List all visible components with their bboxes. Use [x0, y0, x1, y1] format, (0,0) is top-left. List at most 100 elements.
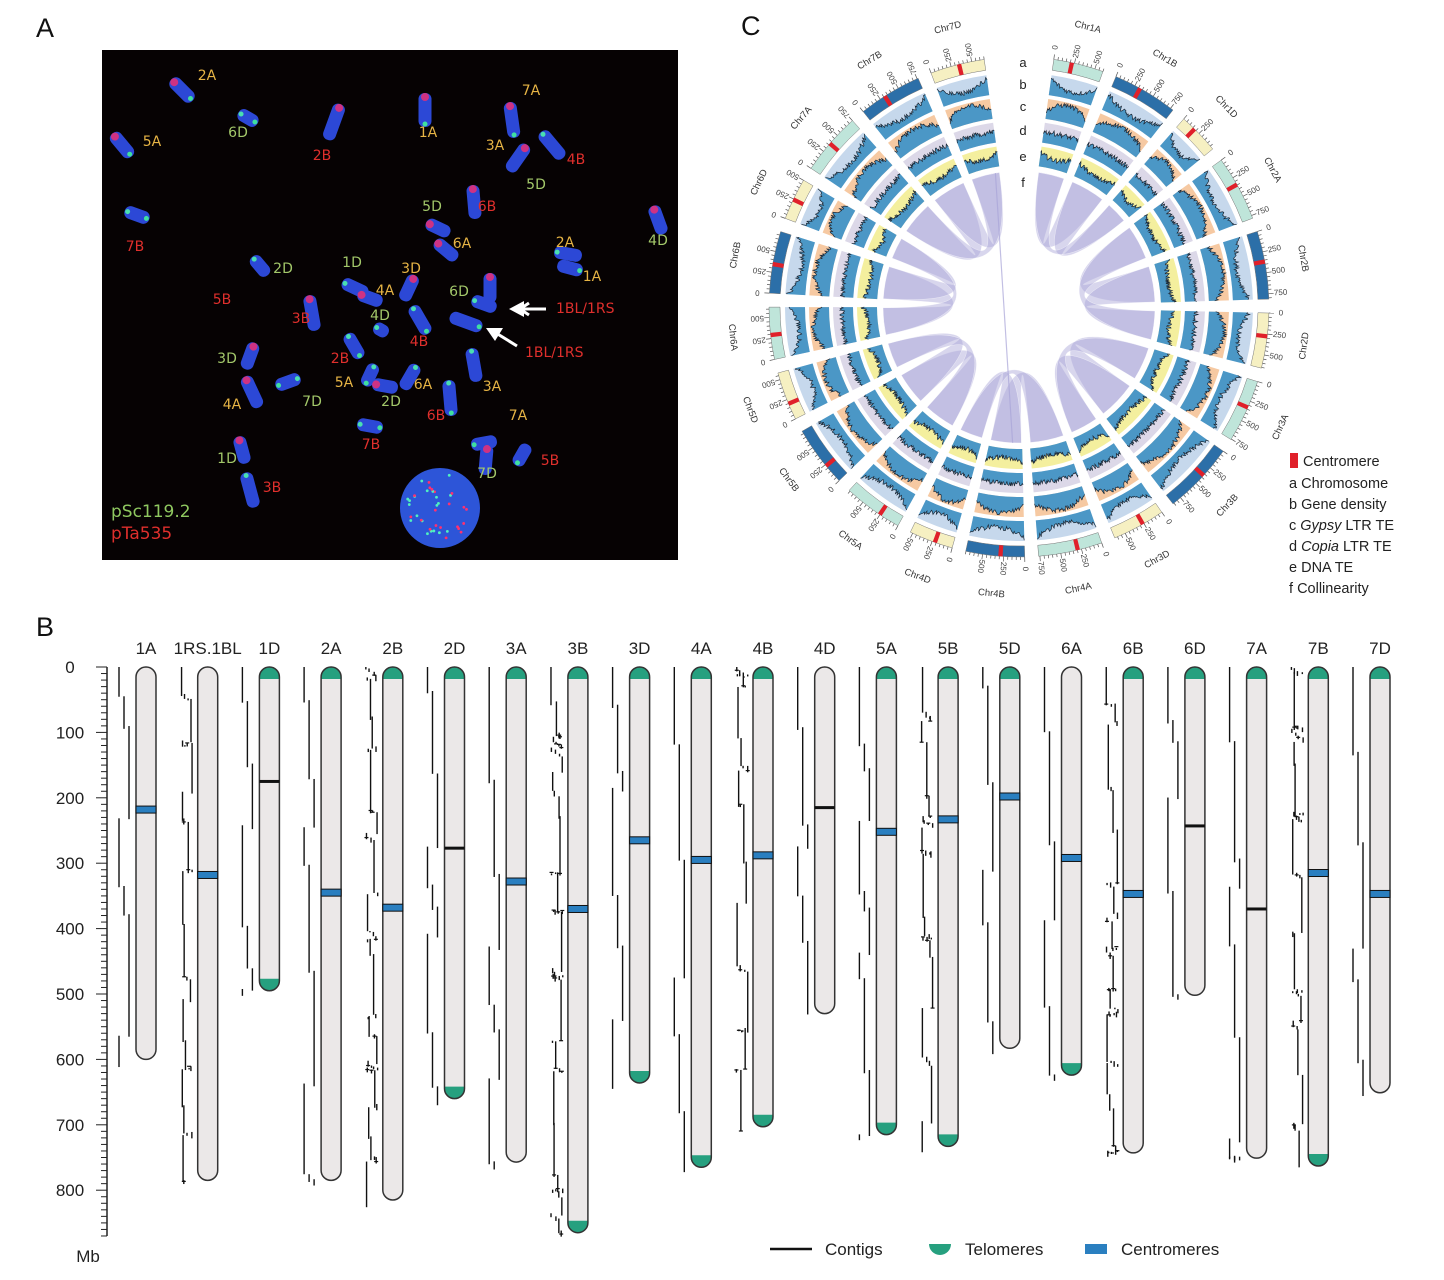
ring-tick — [830, 474, 834, 477]
circos-chromosome-label: Chr1D — [1213, 93, 1240, 120]
telomere-bottom — [629, 1070, 650, 1083]
ring-tick — [796, 185, 800, 188]
ring-tick — [1249, 210, 1253, 212]
metaphase-chromosome — [275, 373, 301, 391]
legend-label-telomeres: Telomeres — [965, 1240, 1043, 1259]
y-axis-tick-label: 700 — [56, 1116, 84, 1135]
nucleus-signal — [426, 532, 429, 536]
ring-tick — [974, 57, 977, 61]
track-area — [1045, 103, 1086, 129]
ring-tick — [1158, 514, 1161, 518]
chromosome-name: 1A — [136, 639, 157, 658]
chromosome-body — [753, 667, 773, 1127]
track-area — [937, 77, 990, 107]
track-line — [1107, 93, 1163, 127]
chromosome-id-label: 2A — [556, 235, 575, 251]
ring-tick — [766, 271, 772, 273]
ring-tick-label: 750 — [1036, 561, 1046, 576]
ring-tick-label: 500 — [1197, 484, 1213, 500]
centromere-marker — [1253, 259, 1266, 266]
metaphase-chromosome — [372, 378, 398, 394]
track-area — [1150, 430, 1210, 489]
nucleus-signal — [437, 501, 440, 505]
ring-tick — [1241, 420, 1247, 424]
ring-tick — [1248, 405, 1252, 407]
centromere — [937, 815, 959, 824]
ring-tick — [954, 62, 956, 66]
track-area — [897, 428, 939, 463]
probe-legend-label: pTa535 — [111, 524, 172, 544]
ring-tick-label: 0 — [1021, 567, 1030, 572]
track-area — [1128, 172, 1157, 203]
track-line — [1079, 433, 1110, 453]
ring-tick — [847, 491, 851, 494]
chromosome-outline — [505, 666, 527, 1163]
ring-tick — [1262, 250, 1268, 253]
metaphase-chromosome — [408, 305, 432, 335]
track-line — [1043, 129, 1079, 143]
track-area — [1083, 141, 1129, 177]
telomere-bottom — [567, 1220, 588, 1233]
ring-tick — [837, 129, 841, 133]
psc119-signal — [294, 376, 300, 382]
nucleus-signal — [419, 518, 423, 522]
psc119-signal — [411, 306, 416, 312]
ring-tick — [1246, 408, 1251, 411]
chromosome-outline — [443, 666, 466, 1100]
ring-tick — [1074, 58, 1077, 64]
psc119-signal — [554, 249, 560, 255]
centromeres-legend-swatch — [1085, 1244, 1107, 1254]
chromosome-3b: 3B — [549, 639, 589, 1237]
nucleus-signal — [432, 529, 436, 533]
chromosome-name: 6A — [1061, 639, 1082, 658]
legend-track-label: f Collinearity — [1289, 581, 1370, 597]
ring-tick — [788, 196, 794, 200]
track-area — [1042, 130, 1078, 151]
track-line — [810, 306, 826, 350]
legend-letter: f — [1289, 581, 1294, 597]
chromosome-body — [1308, 667, 1329, 1167]
collinearity-links — [882, 172, 1156, 444]
track-line — [788, 306, 803, 357]
psc119-signal — [252, 119, 258, 125]
chromosome-name: 2A — [321, 639, 342, 658]
ring-tick — [782, 395, 786, 398]
circos-chromosome-label: Chr2A — [1261, 156, 1284, 186]
collinearity-ribbon — [882, 238, 957, 336]
ring-tick — [1258, 234, 1262, 236]
track-line — [1086, 141, 1130, 169]
ring-tick — [846, 121, 850, 124]
metaphase-chromosome — [433, 238, 459, 262]
ring-tick — [1117, 536, 1120, 540]
pta535-signal — [468, 185, 477, 194]
track-line — [1113, 395, 1148, 431]
centromere — [505, 877, 527, 886]
ring-tick — [782, 399, 787, 402]
track-area — [894, 122, 943, 159]
collinearity-ribbon — [1035, 172, 1125, 255]
centromere-marker — [1194, 466, 1206, 478]
chromosome-id-label: 3D — [217, 351, 237, 367]
nucleus-signal — [409, 515, 413, 519]
legend-letter: d — [1289, 539, 1297, 555]
metaphase-chromosome — [240, 472, 260, 508]
track-line — [1177, 189, 1208, 238]
chromosome-outline — [875, 666, 898, 1136]
track-line — [860, 306, 873, 340]
ring-tick-label: 500 — [784, 167, 801, 182]
ring-tick — [775, 237, 779, 240]
centromere-marker — [770, 331, 782, 338]
chromosome-ring — [1037, 532, 1103, 557]
track-area — [1033, 486, 1085, 513]
chromosome-body — [1370, 667, 1390, 1093]
ring-tick — [1265, 263, 1269, 265]
ring-tick — [1246, 202, 1250, 205]
ring-tick — [1198, 480, 1202, 483]
psc119-signal — [446, 380, 452, 386]
ring-tick-label: 250 — [1143, 526, 1158, 543]
ring-tick — [973, 552, 975, 556]
panel-label-b: B — [36, 612, 54, 642]
ring-tick — [1204, 474, 1208, 477]
